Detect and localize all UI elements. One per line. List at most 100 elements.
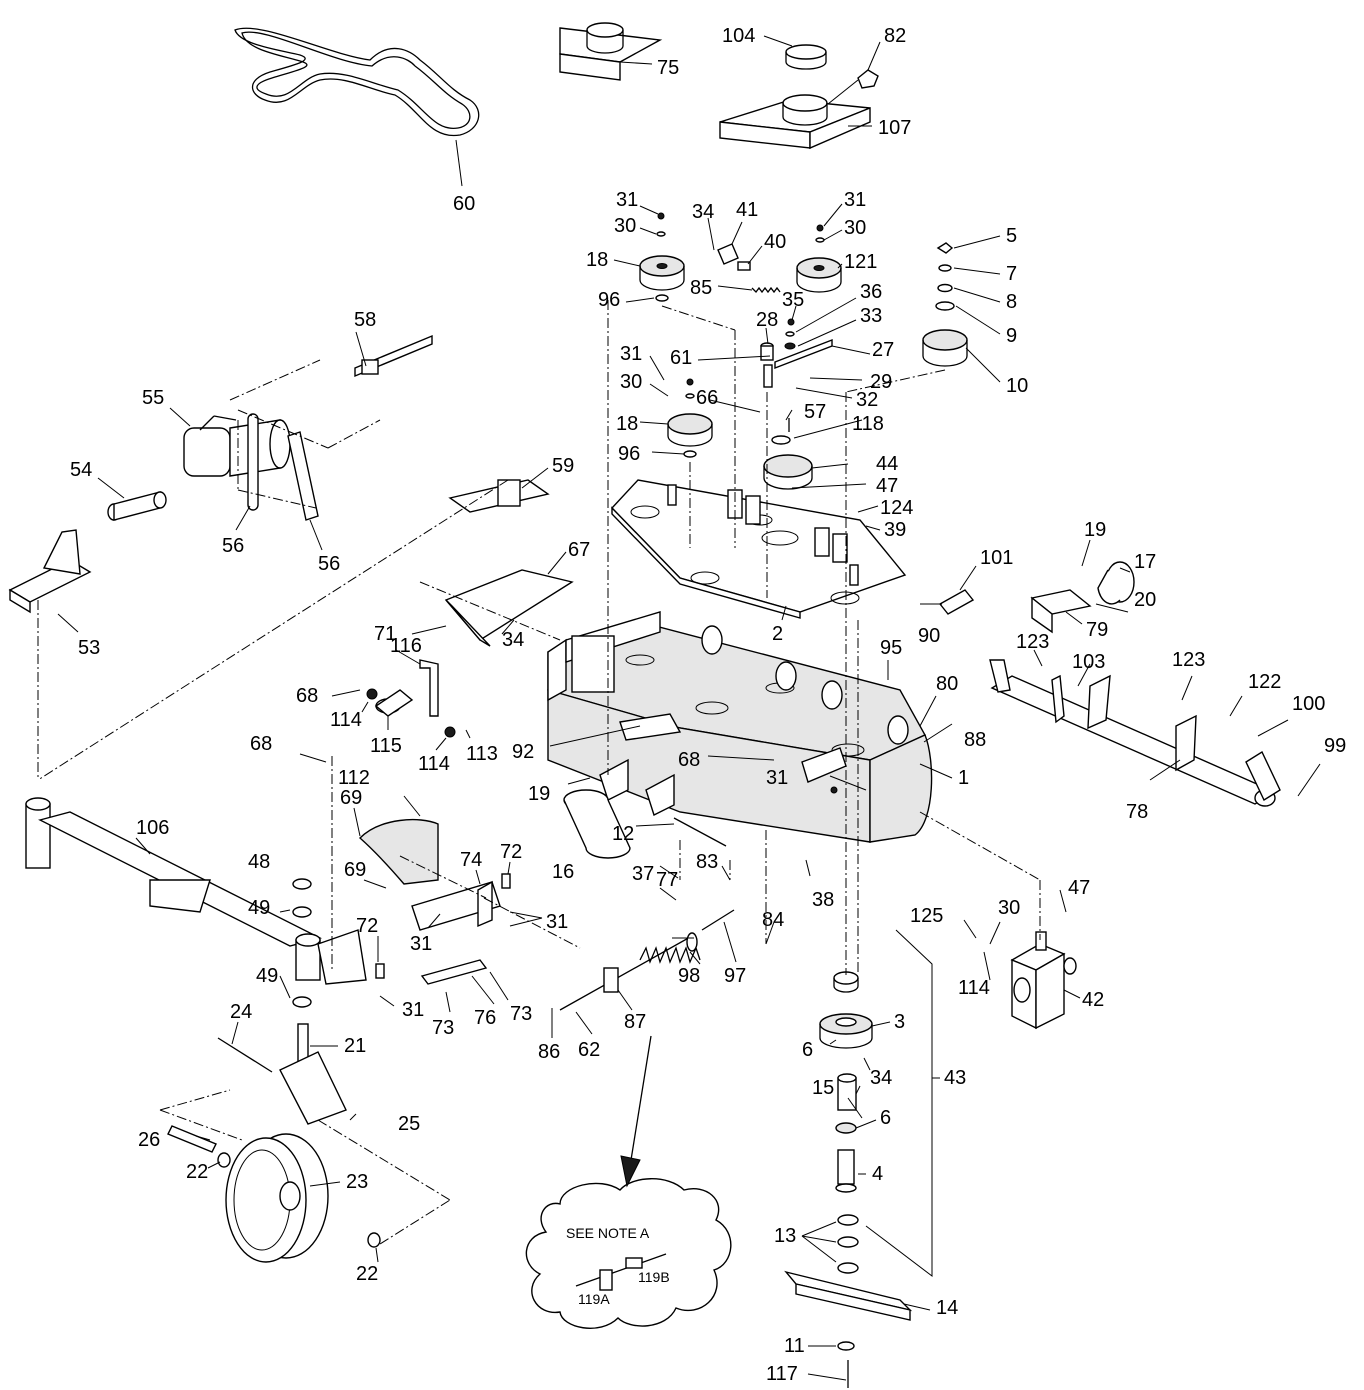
callout: 96 xyxy=(618,443,640,465)
callout: 125 xyxy=(910,905,943,927)
callout: 31 xyxy=(766,767,788,789)
note-arrowhead xyxy=(620,1155,641,1188)
callout: 86 xyxy=(538,1041,560,1063)
roller-16 xyxy=(563,789,631,859)
callout: 44 xyxy=(876,453,898,475)
lever-116 xyxy=(419,659,439,717)
callout: 7 xyxy=(1006,263,1017,285)
callout: 114 xyxy=(330,709,362,731)
blade-14 xyxy=(784,1270,913,1321)
callout: 36 xyxy=(860,281,882,303)
callout: 29 xyxy=(870,371,892,393)
callout: 42 xyxy=(1082,989,1104,1011)
callout: 72 xyxy=(500,841,522,863)
callout: 10 xyxy=(1006,375,1028,397)
washer-49b xyxy=(292,996,312,1008)
centerlines xyxy=(37,300,1041,1245)
callout: 23 xyxy=(346,1171,368,1193)
deck-plate-2 xyxy=(611,479,907,619)
callout: 1 xyxy=(958,767,969,789)
callout: 18 xyxy=(616,413,638,435)
callout: 12 xyxy=(612,823,634,845)
bracket-58 xyxy=(354,334,433,378)
callout: 100 xyxy=(1292,693,1325,715)
callout: 121 xyxy=(844,251,877,273)
callout: 85 xyxy=(690,277,712,299)
callout: 38 xyxy=(812,889,834,911)
cap-104 xyxy=(785,44,827,70)
callout: 83 xyxy=(696,851,718,873)
callout: 21 xyxy=(344,1035,366,1057)
callout: 31 xyxy=(402,999,424,1021)
spring-85 xyxy=(751,286,781,294)
callout: 77 xyxy=(656,869,678,891)
links-56 xyxy=(247,413,319,521)
bracket-76 xyxy=(420,959,488,985)
callout: 68 xyxy=(678,749,700,771)
callout: 118 xyxy=(852,413,884,435)
callout: 82 xyxy=(884,25,906,47)
callout: 37 xyxy=(632,863,654,885)
callout: 122 xyxy=(1248,671,1281,693)
note-part: 119A xyxy=(578,1291,610,1307)
callout: 16 xyxy=(552,861,574,883)
drive-belt xyxy=(234,27,480,137)
callout: 48 xyxy=(248,851,270,873)
callout: 6 xyxy=(880,1107,891,1129)
caster-21 xyxy=(279,1023,347,1125)
bushing-72a xyxy=(501,873,511,889)
callout: 123 xyxy=(1172,649,1205,671)
pulley-10 xyxy=(922,242,968,367)
callout: 87 xyxy=(624,1011,646,1033)
callout: 124 xyxy=(880,497,913,519)
callout: 84 xyxy=(762,909,784,931)
callout: 31 xyxy=(410,933,432,955)
callout: 3 xyxy=(894,1011,905,1033)
rear-bar-78 xyxy=(989,659,1281,807)
spindle-stack xyxy=(819,971,873,1274)
callout: 58 xyxy=(354,309,376,331)
bracket-87 xyxy=(603,967,619,993)
callout: 47 xyxy=(876,475,898,497)
callout: 59 xyxy=(552,455,574,477)
callout: 11 xyxy=(784,1335,805,1357)
callout: 96 xyxy=(598,289,620,311)
callout: 67 xyxy=(568,539,590,561)
callout: 90 xyxy=(918,625,940,647)
wheel-23 xyxy=(225,1133,329,1263)
bolt-12 xyxy=(673,817,727,847)
bracket-74 xyxy=(411,880,501,931)
callout: 61 xyxy=(670,347,692,369)
callout: 79 xyxy=(1086,619,1108,641)
callout: 40 xyxy=(764,231,786,253)
washer-114a xyxy=(366,688,378,700)
callout: 113 xyxy=(466,743,498,765)
callout: 9 xyxy=(1006,325,1017,347)
callout: 72 xyxy=(356,915,378,937)
callout: 73 xyxy=(510,1003,532,1025)
callout: 14 xyxy=(936,1297,958,1319)
bushing-22b xyxy=(367,1232,381,1248)
axle-26 xyxy=(167,1125,217,1153)
callout: 47 xyxy=(1068,877,1090,899)
callout: 55 xyxy=(142,387,164,409)
callout: 123 xyxy=(1016,631,1049,653)
callout: 97 xyxy=(724,965,746,987)
callout: 34 xyxy=(692,201,714,223)
callout: 2 xyxy=(772,623,783,645)
callout: 28 xyxy=(756,309,778,331)
spacer-115 xyxy=(374,689,414,717)
callout: 68 xyxy=(296,685,318,707)
callout: 106 xyxy=(136,817,169,839)
callout: 56 xyxy=(318,553,340,575)
callout: 56 xyxy=(222,535,244,557)
callout: 60 xyxy=(453,193,475,215)
knob-82 xyxy=(857,69,879,89)
callout: 57 xyxy=(804,401,826,423)
note-a-cloud xyxy=(525,1178,732,1329)
callout: 69 xyxy=(340,787,362,809)
leader-lines xyxy=(57,35,1321,1381)
callout: 62 xyxy=(578,1039,600,1061)
pin-90 xyxy=(938,589,975,615)
